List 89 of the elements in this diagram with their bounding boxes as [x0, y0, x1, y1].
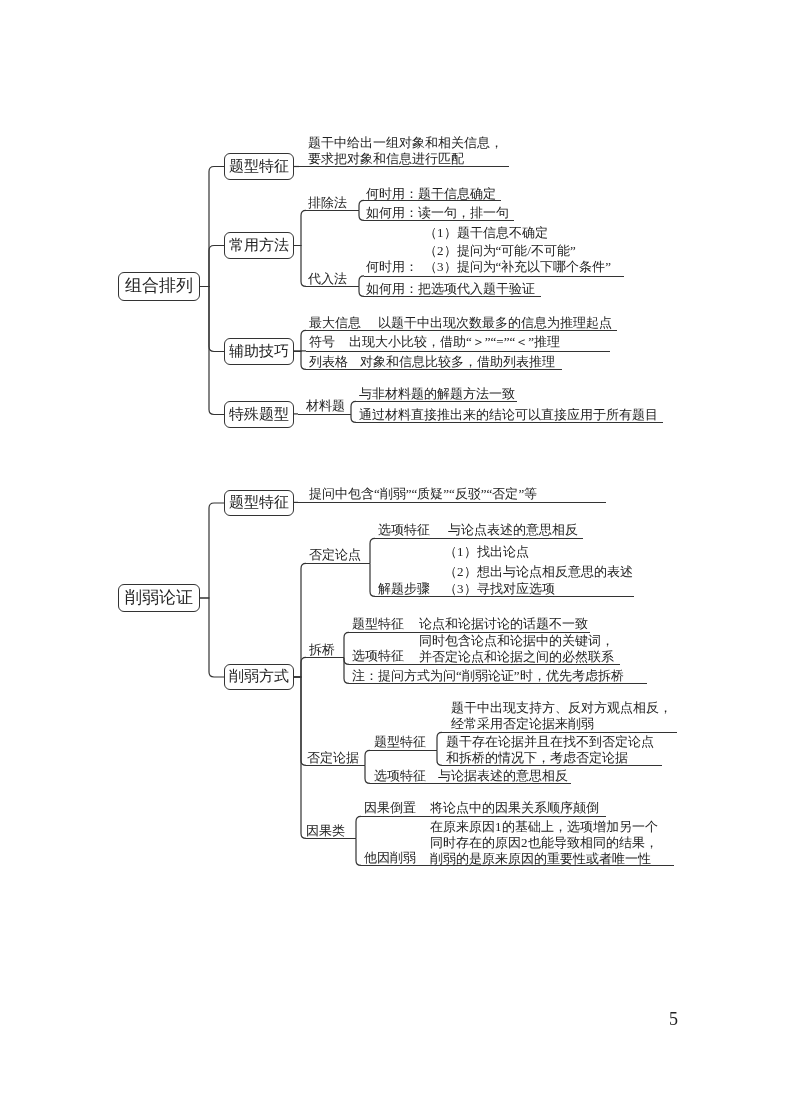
branch-label: 提问中包含“削弱”“质疑”“反驳”“否定”等: [298, 486, 606, 503]
branch-line: [436, 731, 443, 751]
item-label: 何时用：: [366, 259, 418, 275]
branch-item: [306, 353, 562, 370]
branch-item: [349, 632, 620, 665]
branch-line: [369, 562, 376, 597]
branch-line: [293, 165, 300, 168]
category-box: 削弱方式: [224, 664, 294, 690]
branch-line: [436, 749, 443, 766]
branch-item: [375, 543, 634, 597]
item-text: 对象和信息比较多，借助列表推理: [360, 354, 555, 370]
branch-label: 否定论点: [306, 547, 370, 564]
branch-label: 材料题: [298, 397, 351, 415]
item-text: 与论点表述的意思相反: [448, 522, 578, 538]
branch-line: [293, 244, 307, 287]
branch-line: [199, 597, 225, 678]
item-text: 将论点中的因果关系顺序颠倒: [430, 800, 599, 816]
branch-item: [375, 522, 583, 539]
branch-label: 因果类: [306, 822, 356, 839]
item-text: （1）找出论点: [444, 544, 529, 560]
branch-label: 题干存在论据并且在找不到否定论点和拆桥的情况下，考虑否定论据: [442, 733, 662, 766]
item-text: （2）想出与论点相反意思的表述: [444, 564, 633, 580]
item-text: 与论据表述的意思相反: [438, 768, 568, 784]
item-label: 因果倒置: [364, 800, 416, 816]
item-text: （1）题干信息不确定: [424, 225, 548, 241]
topic-box: 削弱论证: [118, 584, 200, 612]
branch-line: [358, 199, 365, 211]
item-label: 选项特征: [378, 522, 430, 538]
branch-item: [306, 314, 617, 331]
item-text: （3）寻找对应选项: [444, 581, 555, 597]
item-text: （2）提问为“可能/不可能”: [424, 243, 576, 259]
branch-line: [369, 537, 376, 564]
item-text: 以题干中出现次数最多的信息为推理起点: [378, 315, 612, 331]
topic-box: 组合排列: [118, 272, 200, 301]
branch-line: [293, 676, 307, 839]
item-text: 同时包含论点和论据中的关键词，并否定论点和论据之间的必然联系: [419, 633, 615, 665]
branch-line: [293, 501, 299, 503]
branch-line: [355, 815, 362, 839]
branch-line: [355, 837, 362, 866]
item-label: 符号: [309, 334, 335, 350]
item-label: 题型特征: [352, 616, 404, 632]
branch-item: [361, 818, 674, 866]
branch-item: [306, 334, 610, 352]
item-label: 他因削弱: [364, 850, 416, 866]
branch-label: 通过材料直接推出来的结论可以直接应用于所有题目: [356, 406, 663, 423]
branch-label: 题型特征: [370, 734, 437, 751]
item-label: 列表格: [309, 354, 348, 370]
item-text: 在原来原因1的基础上，选项增加另一个同时存在的原因2也能导致相同的结果，削弱的是原来原因的重要性或者唯一性: [430, 819, 659, 867]
branch-line: [350, 400, 357, 415]
branch-label: 注：提问方式为问“削弱论证”时，优先考虑拆桥: [349, 667, 647, 684]
branch-line: [293, 350, 307, 352]
branch-line: [364, 764, 371, 784]
item-label: 选项特征: [374, 768, 426, 784]
item-text: （3）提问为“补充以下哪个条件”: [424, 259, 612, 275]
category-box: 题型特征: [224, 490, 294, 516]
branch-label: 否定论据: [306, 749, 365, 766]
item-text: 论点和论据讨论的话题不一致: [419, 616, 588, 632]
branch-label: 与非材料题的解题方法一致: [356, 385, 517, 402]
item-label: 解题步骤: [378, 581, 430, 597]
branch-item: [364, 224, 624, 277]
branch-line: [343, 656, 350, 684]
branch-item: [349, 616, 590, 633]
branch-line: [358, 209, 365, 221]
branch-label: 代入法: [306, 270, 359, 287]
branch-line: [358, 285, 365, 297]
branch-line: [199, 285, 225, 416]
branch-label: 如何用：读一句，排一句: [364, 204, 514, 221]
category-box: 特殊题型: [224, 401, 294, 428]
branch-label: 题干中给出一组对象和相关信息，要求把对象和信息进行匹配: [299, 134, 509, 168]
branch-label: 如何用：把选项代入题干验证: [364, 280, 541, 297]
branch-line: [350, 413, 357, 423]
branch-line: [343, 631, 350, 658]
category-box: 辅助技巧: [224, 338, 294, 365]
branch-item: [370, 767, 571, 784]
branch-label: 排除法: [306, 194, 359, 211]
item-text: 出现大小比较，借助“＞”“=”“＜”推理: [349, 334, 560, 350]
item-label: 选项特征: [352, 648, 404, 664]
category-box: 常用方法: [224, 232, 294, 259]
branch-line: [293, 413, 299, 415]
page-number: 5: [669, 1008, 678, 1030]
branch-line: [293, 350, 307, 370]
branch-label: 题干中出现支持方、反对方观点相反，经常采用否定论据来削弱: [442, 699, 677, 733]
category-box: 题型特征: [224, 153, 294, 180]
branch-label: 拆桥: [306, 641, 344, 658]
branch-item: [361, 800, 606, 817]
branch-line: [358, 275, 365, 287]
branch-line: [364, 749, 371, 766]
item-label: 最大信息: [309, 315, 361, 331]
branch-label: 何时用：题干信息确定: [364, 184, 501, 201]
